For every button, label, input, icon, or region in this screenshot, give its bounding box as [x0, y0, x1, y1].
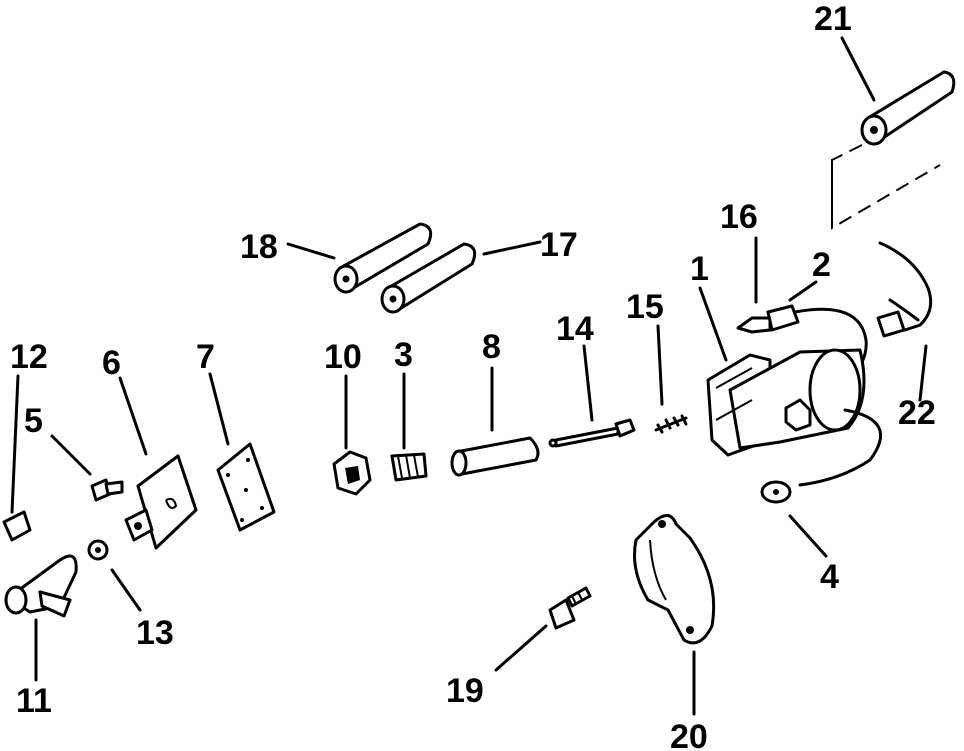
part-1-solenoid [706, 348, 866, 457]
label-6: 6 [102, 344, 121, 382]
part-10-nut [332, 450, 372, 496]
label-13: 13 [136, 614, 174, 652]
part-6-cover [124, 454, 198, 550]
part-14-plunger-rod [548, 418, 636, 448]
label-15: 15 [626, 288, 664, 326]
part-21-sleeve [860, 70, 956, 146]
label-3: 3 [394, 336, 413, 374]
label-17: 17 [540, 226, 578, 264]
label-22: 22 [898, 394, 936, 432]
part-11-valve [4, 554, 78, 618]
part-12-cap [2, 510, 32, 542]
label-1: 1 [690, 250, 709, 288]
part-19-screw [548, 586, 592, 630]
label-18: 18 [240, 228, 278, 266]
label-2: 2 [812, 246, 831, 284]
label-20: 20 [670, 718, 708, 751]
label-10: 10 [324, 338, 362, 376]
guide-dashed-lines [831, 144, 941, 230]
part-15-spring [654, 414, 688, 434]
label-12: 12 [10, 338, 48, 376]
part-20-strap [633, 514, 716, 645]
part-4-ground-lead [760, 408, 882, 504]
label-14: 14 [556, 310, 594, 348]
label-8: 8 [482, 328, 501, 366]
label-7: 7 [196, 338, 215, 376]
part-18-sleeve [333, 222, 433, 294]
label-5: 5 [24, 402, 43, 440]
label-16: 16 [720, 198, 758, 236]
part-16-terminal [736, 304, 868, 382]
label-21: 21 [814, 0, 852, 38]
part-5-screw [90, 478, 124, 502]
part-17-sleeve [380, 242, 477, 314]
label-19: 19 [446, 672, 484, 710]
part-7-gasket [216, 442, 276, 532]
leader-lines [10, 36, 928, 716]
label-11: 11 [16, 682, 52, 720]
part-13-washer [87, 539, 109, 561]
callout-labels: 21 22 18 17 16 2 1 15 14 8 3 10 7 6 12 5… [10, 0, 936, 751]
part-22-clip [876, 241, 933, 338]
part-8-plunger [450, 436, 540, 477]
label-4: 4 [820, 558, 839, 596]
part-3-spring [390, 452, 428, 482]
